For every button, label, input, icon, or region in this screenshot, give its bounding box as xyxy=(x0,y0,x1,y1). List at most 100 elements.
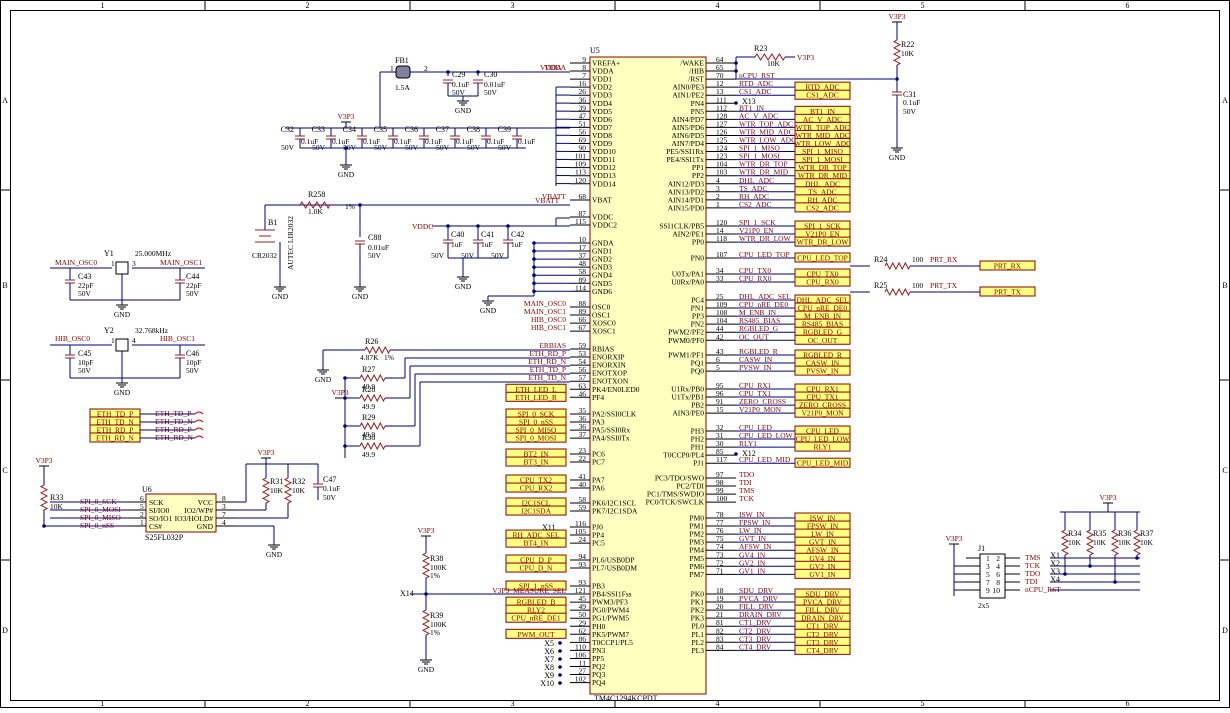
pin-number: 49 xyxy=(579,602,587,611)
pin-name: PL3 xyxy=(691,646,704,655)
pin-name: PJ0 xyxy=(592,523,603,532)
pin-name: PN2 xyxy=(691,320,705,329)
port-label: RS485_BIAS xyxy=(802,320,843,329)
port-label: SPI_1_MISO xyxy=(802,147,843,156)
pin-name: PWM3/PF3 xyxy=(592,598,628,607)
pin-number: 65 xyxy=(716,63,724,72)
junction-dot xyxy=(532,265,536,269)
pin-name: T0CCP0/PL4 xyxy=(663,451,704,460)
pin-name: GND xyxy=(197,522,214,531)
resistor-body xyxy=(754,53,786,61)
pin-name: PK5/PWM7 xyxy=(592,630,629,639)
pin-number: 90 xyxy=(579,144,587,153)
pin-name: AIN13/PD2 xyxy=(668,187,705,196)
c47-ref: C47 xyxy=(323,475,336,484)
pin-name: PJ1 xyxy=(693,459,704,468)
pin-number: 29 xyxy=(579,618,587,627)
port-label: CPU_D_P xyxy=(520,556,552,565)
pin-name: XOSC0 xyxy=(592,319,616,328)
pin-name: AIN2/PE1 xyxy=(672,230,704,239)
res-value: 10K xyxy=(1140,538,1154,547)
row-mark: B xyxy=(1222,281,1227,290)
pin-name: U1Rx/PB0 xyxy=(671,385,704,394)
pin-name: PE4/SSI1Tx xyxy=(666,155,704,164)
port-label: GVT_IN xyxy=(809,538,837,547)
y2-ref: Y2 xyxy=(104,326,114,335)
net-label: TCK xyxy=(739,494,755,503)
j1-pin: 2 xyxy=(996,554,1000,563)
pin-name: GND1 xyxy=(592,247,612,256)
pin-name: PA5/SSI0Rx xyxy=(592,426,630,435)
pin-name: OSC1 xyxy=(592,311,611,320)
r31-value: 10K xyxy=(270,486,284,495)
port-label: ETH_LED_R xyxy=(515,393,557,402)
pin-name: XOSC1 xyxy=(592,327,616,336)
net-port-52: SPI_1_nSS xyxy=(505,580,567,591)
pin-number: 91 xyxy=(716,397,724,406)
net-label: MAIN_OSC1 xyxy=(524,307,566,316)
v3p3-label: V3P3 xyxy=(888,12,905,21)
port-label: BT2_IN xyxy=(524,450,550,459)
pin-name: PP4 xyxy=(592,531,604,540)
pin-number: 112 xyxy=(716,103,727,112)
pin-number: 98 xyxy=(716,478,724,487)
net-label: ERBIAS xyxy=(539,341,566,350)
pin-name: CS# xyxy=(149,522,162,531)
pin-number: 97 xyxy=(716,470,724,479)
pin-number: 10 xyxy=(579,235,587,244)
junction-dot xyxy=(558,657,562,661)
net-port-r54: GV1_IN xyxy=(794,568,851,579)
port-label: RGBLED_G xyxy=(803,328,843,337)
net-label: HIB_OSC1 xyxy=(531,323,566,332)
pin-number: 73 xyxy=(716,550,724,559)
u5-ref: U5 xyxy=(590,46,600,55)
pin-name: PC7 xyxy=(592,458,605,467)
net-label: VDDA xyxy=(544,63,566,72)
no-connect-mark xyxy=(194,411,204,415)
c46-value: 10pF xyxy=(186,358,201,367)
net-label: WTR_MID_ADC xyxy=(739,127,794,136)
pin-name: PWM2/PF2 xyxy=(668,328,704,337)
pin-name: VDD5 xyxy=(592,107,612,116)
port-label: CPU_LED_LOW xyxy=(796,435,851,444)
pin-name: PM6 xyxy=(689,562,704,571)
net-label: SPI_1_MISO xyxy=(739,144,780,153)
pin-number: 1 xyxy=(716,200,720,209)
pin-number: 70 xyxy=(716,71,724,80)
pin-name: PWM0/PF0 xyxy=(668,336,704,345)
j1-pin: 9 xyxy=(986,586,990,595)
gnd-label: GND xyxy=(272,292,289,301)
port-label: WTR_LOW_ADC xyxy=(794,139,851,148)
port-label: CPU_RX1 xyxy=(806,385,839,394)
u6-body xyxy=(145,493,217,533)
cap-value: 0.1uF xyxy=(518,137,535,146)
column-mark: 6 xyxy=(1126,1,1130,10)
pin-name: AIN4/PD7 xyxy=(671,115,704,124)
net-port-44: CPU_RX2 xyxy=(505,482,567,493)
pin-name: PWM1/PF1 xyxy=(668,351,704,360)
gnd-label: GND xyxy=(338,170,355,179)
net-label: CPU_LED_TOP xyxy=(739,250,790,259)
pin-name: PL1 xyxy=(691,630,704,639)
pin-name: PA4/SSI0Tx xyxy=(592,434,630,443)
net-label: CPU_RX0 xyxy=(739,274,772,283)
cap-value: 0.1uF xyxy=(456,137,473,146)
j1-pin: 7 xyxy=(986,578,990,587)
gnd-label: GND xyxy=(455,282,472,291)
res-value: 10K xyxy=(1068,538,1082,547)
pin-name: PK7/I2C1SDA xyxy=(592,507,638,516)
res-ref: R30 xyxy=(362,433,375,442)
pin-name: PN0 xyxy=(691,254,705,263)
row-mark: A xyxy=(1222,96,1228,105)
column-mark: 1 xyxy=(101,1,105,10)
port-label: BT3_IN xyxy=(524,458,550,467)
pin-number: 4 xyxy=(716,176,720,185)
c45-ref: C45 xyxy=(78,349,91,358)
c46-ref: C46 xyxy=(186,349,199,358)
r25-value: 100 xyxy=(912,281,924,290)
pin-number: 6 xyxy=(140,494,144,503)
junction-dot xyxy=(343,424,347,428)
port-label: WTR_MID_ADC xyxy=(795,131,850,140)
pin-name: PP3 xyxy=(692,312,704,321)
no-connect-mark xyxy=(194,427,204,431)
